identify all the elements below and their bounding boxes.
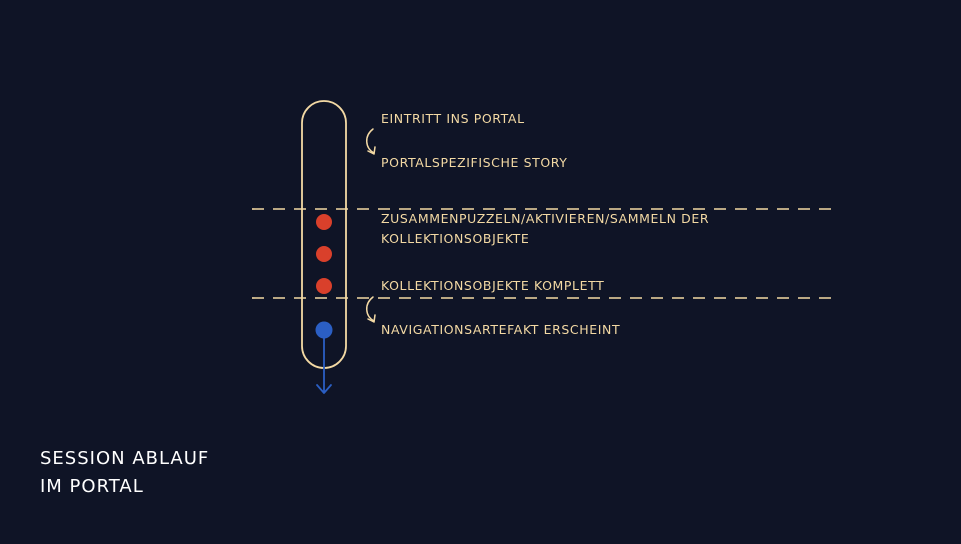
step-complete-label: KOLLEKTIONSOBJEKTE KOMPLETT bbox=[381, 278, 605, 293]
step-collect-line-1: ZUSAMMENPUZZELN/AKTIVIEREN/SAMMELN DER bbox=[381, 211, 710, 226]
collection-dot bbox=[316, 246, 332, 262]
curved-arrow-down-icon bbox=[366, 296, 376, 323]
curved-arrow-down-icon bbox=[366, 128, 376, 155]
diagram-caption: SESSION ABLAUF IM PORTAL bbox=[40, 445, 209, 501]
collection-dot bbox=[316, 278, 332, 294]
caption-line-1: SESSION ABLAUF bbox=[40, 448, 210, 469]
step-collect-line-2: KOLLEKTIONSOBJEKTE bbox=[381, 231, 530, 246]
step-collect-label: ZUSAMMENPUZZELN/AKTIVIEREN/SAMMELN DER K… bbox=[381, 209, 781, 249]
caption-line-2: IM PORTAL bbox=[40, 476, 144, 497]
step-entry-label: EINTRITT INS PORTAL bbox=[381, 111, 525, 126]
step-story-label: PORTALSPEZIFISCHE STORY bbox=[381, 155, 568, 170]
collection-dot bbox=[316, 214, 332, 230]
navigation-dot bbox=[315, 321, 333, 339]
step-navigation-label: NAVIGATIONSARTEFAKT ERSCHEINT bbox=[381, 322, 621, 337]
arrow-down-icon bbox=[316, 384, 332, 394]
